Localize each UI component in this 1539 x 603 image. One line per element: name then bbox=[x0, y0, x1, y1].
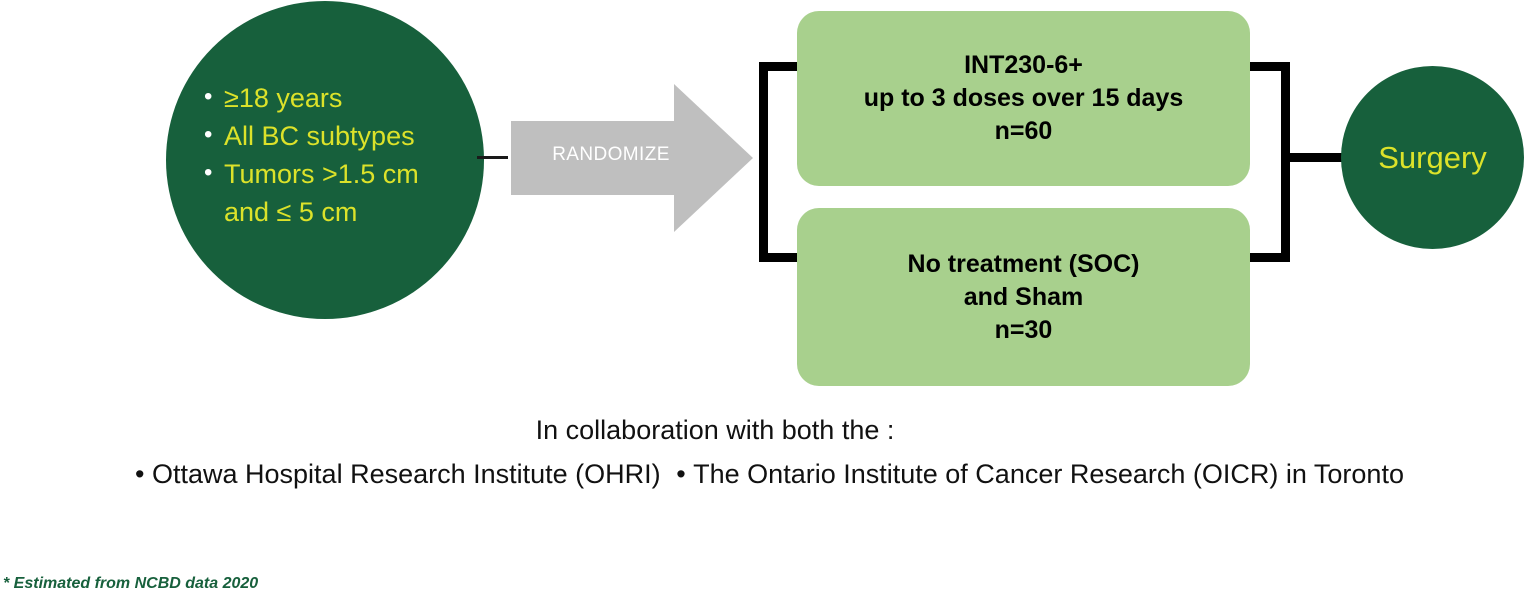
eligibility-criteria-list: ≥18 years All BC subtypes Tumors >1.5 cm… bbox=[202, 78, 464, 231]
footnote: * Estimated from NCBD data 2020 bbox=[3, 575, 259, 592]
collaboration-intro: In collaboration with both the : bbox=[535, 415, 895, 445]
eligibility-criterion: All BC subtypes bbox=[202, 116, 464, 155]
intervention-arm-line: INT230-6+ bbox=[964, 51, 1083, 79]
surgery-label: Surgery bbox=[1378, 140, 1487, 175]
intervention-arm-line: up to 3 doses over 15 days bbox=[863, 84, 1184, 112]
collaboration-partner: The Ontario Institute of Cancer Research… bbox=[676, 459, 1404, 489]
control-arm-line: and Sham bbox=[963, 282, 1084, 311]
convergence-bracket-right bbox=[1248, 62, 1290, 262]
randomize-arrow-icon bbox=[511, 84, 753, 232]
randomize-label: RANDOMIZE bbox=[552, 144, 670, 165]
intervention-arm-box: INT230-6+ up to 3 doses over 15 days n=6… bbox=[797, 11, 1250, 186]
control-arm-line: n=30 bbox=[994, 315, 1053, 344]
collaboration-partners: Ottawa Hospital Research Institute (OHRI… bbox=[0, 457, 1539, 491]
control-arm-box: No treatment (SOC) and Sham n=30 bbox=[797, 208, 1250, 386]
eligibility-criterion: ≥18 years bbox=[202, 78, 464, 117]
eligibility-criterion: Tumors >1.5 cm and ≤ 5 cm bbox=[202, 154, 464, 231]
control-arm-line: No treatment (SOC) bbox=[907, 249, 1140, 278]
intervention-arm-line: n=60 bbox=[994, 117, 1053, 145]
circle-to-arrow-connector bbox=[477, 156, 508, 159]
eligibility-circle: ≥18 years All BC subtypes Tumors >1.5 cm… bbox=[166, 1, 484, 319]
collaboration-partner: Ottawa Hospital Research Institute (OHRI… bbox=[135, 459, 661, 489]
bracket-to-surgery-connector bbox=[1283, 153, 1345, 162]
surgery-endpoint-circle: Surgery bbox=[1341, 66, 1524, 249]
randomization-bracket-left bbox=[759, 62, 801, 262]
